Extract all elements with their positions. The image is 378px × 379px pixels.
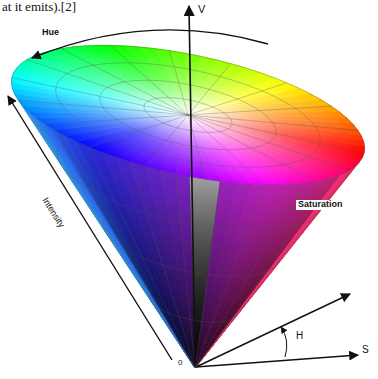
saturation-overlay — [0, 19, 377, 211]
hue-direction-arrow — [196, 294, 350, 367]
cone-grid — [89, 147, 195, 368]
disc-grid — [188, 106, 331, 115]
disc-grid — [61, 49, 188, 115]
cone-grid — [130, 162, 195, 368]
hue-arrow — [32, 30, 268, 58]
disc-grid — [0, 19, 377, 211]
document-text: at it emits).[2] — [2, 0, 76, 14]
disc-grid — [27, 60, 188, 115]
disc-grid — [188, 115, 315, 181]
cone-grid — [103, 220, 279, 276]
axis-label: Intensity — [40, 196, 66, 230]
value-axis — [189, 6, 195, 366]
saturation-axis — [196, 355, 358, 367]
cone-grid — [195, 185, 265, 368]
angle-arc — [281, 327, 287, 357]
disc-grid — [12, 78, 188, 115]
axis-label: V — [198, 3, 205, 15]
disc-grid — [188, 115, 364, 152]
disc-grid — [111, 45, 188, 115]
disc-grid — [170, 51, 188, 115]
disc-grid — [45, 115, 188, 124]
disc-grid — [188, 115, 349, 170]
disc-grid — [188, 83, 287, 115]
disc-grid — [188, 115, 265, 185]
disc-grid — [18, 100, 188, 115]
origin-label: 0 — [178, 359, 182, 368]
axes — [8, 6, 358, 367]
cone-grid — [195, 166, 355, 368]
angle-label: H — [296, 330, 303, 341]
cone-grid — [195, 183, 304, 368]
axis-label: S — [362, 344, 369, 355]
disc-grid — [188, 64, 231, 115]
axis-label: Hue — [42, 28, 59, 38]
intensity-arrow — [8, 96, 172, 360]
cone-grid — [195, 181, 222, 368]
disc-grid — [188, 115, 358, 130]
hue-disc — [0, 19, 377, 211]
disc-grid — [145, 115, 188, 166]
disc-grid — [89, 115, 188, 147]
axis-label: Saturation — [296, 200, 345, 210]
